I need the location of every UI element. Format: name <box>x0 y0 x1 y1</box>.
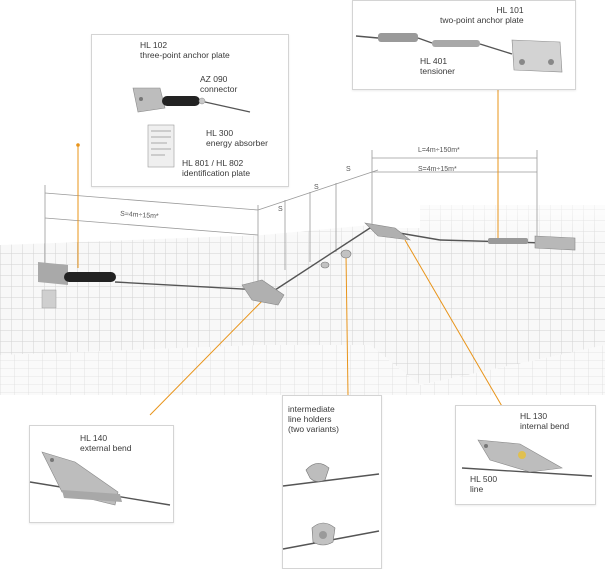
callout-box-hl102 <box>91 34 289 187</box>
label-hl801-name: identification plate <box>182 168 251 178</box>
dimension-right-span: S=4m÷15m* <box>418 166 457 173</box>
floor <box>0 345 605 395</box>
label-holders-line2: line holders <box>288 414 332 424</box>
label-hl130: HL 130 internal bend <box>520 411 569 431</box>
label-hl401: HL 401 tensioner <box>420 56 455 76</box>
label-hl500: HL 500 line <box>470 474 497 494</box>
label-hl102: HL 102 three-point anchor plate <box>140 40 230 60</box>
right-lower-wall <box>420 330 605 385</box>
label-hl102-code: HL 102 <box>140 40 168 50</box>
roof-structure <box>0 160 605 395</box>
dimension-lines <box>44 150 538 285</box>
anchor-plate-left <box>38 262 116 309</box>
label-hl401-code: HL 401 <box>420 56 448 66</box>
label-az090-code: AZ 090 <box>200 74 228 84</box>
label-az090-name: connector <box>200 84 238 94</box>
label-hl101-code: HL 101 <box>496 5 524 15</box>
inner-wall <box>370 228 420 385</box>
label-hl102-name: three-point anchor plate <box>140 50 230 60</box>
label-hl130-code: HL 130 <box>520 411 548 421</box>
internal-bend-part <box>364 222 412 241</box>
line-holder-part <box>320 249 352 269</box>
label-hl500-code: HL 500 <box>470 474 498 484</box>
dimension-spacing-2: S <box>314 184 319 191</box>
label-holders-line1: intermediate <box>288 404 335 414</box>
label-hl140-name: external bend <box>80 443 132 453</box>
label-hl300-code: HL 300 <box>206 128 234 138</box>
label-holders-line3: (two variants) <box>288 424 340 434</box>
label-line-holders: intermediate line holders (two variants) <box>288 404 339 434</box>
label-hl140: HL 140 external bend <box>80 433 132 453</box>
label-az090: AZ 090 connector <box>200 74 237 94</box>
dimension-spacing-1: S <box>278 206 283 213</box>
external-bend-part <box>241 279 285 306</box>
label-hl101: HL 101 two-point anchor plate <box>440 5 524 25</box>
label-hl801-code: HL 801 / HL 802 <box>182 158 244 168</box>
tensioner-part <box>488 235 576 251</box>
label-hl140-code: HL 140 <box>80 433 108 443</box>
dimension-spacing-3: S <box>346 166 351 173</box>
label-hl101-name: two-point anchor plate <box>440 15 524 25</box>
label-hl300-name: energy absorber <box>206 138 268 148</box>
top-face-left <box>0 160 605 245</box>
label-hl801: HL 801 / HL 802 identification plate <box>182 158 250 178</box>
label-hl300: HL 300 energy absorber <box>206 128 268 148</box>
leader-lines <box>77 88 511 421</box>
left-wall <box>0 235 262 355</box>
label-hl130-name: internal bend <box>520 421 570 431</box>
label-hl500-name: line <box>470 484 484 494</box>
label-hl401-name: tensioner <box>420 66 455 76</box>
dimension-right-total: L=4m÷150m* <box>418 147 460 154</box>
